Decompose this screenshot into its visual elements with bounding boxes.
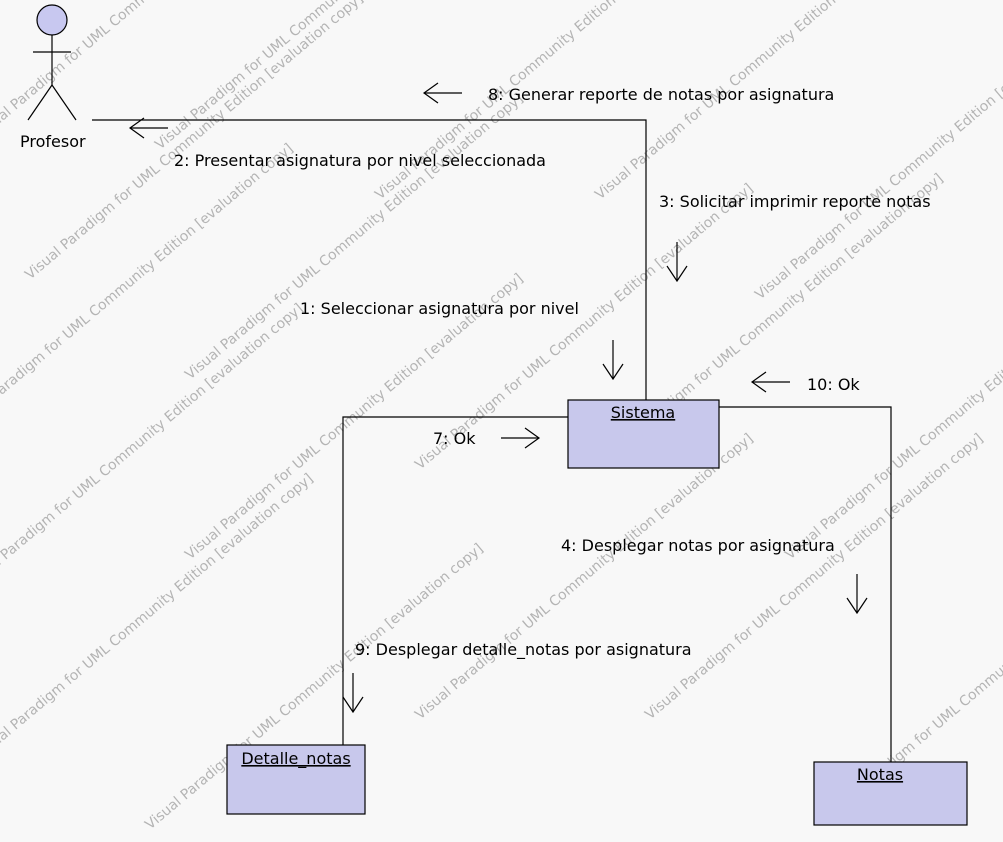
message-labels: 8: Generar reporte de notas por asignatu…: [174, 85, 931, 660]
object-name: Detalle_notas: [241, 749, 350, 769]
message-3-label: 3: Solicitar imprimir reporte notas: [659, 192, 931, 211]
message-10-label: 10: Ok: [807, 375, 860, 394]
object-name: Notas: [857, 765, 903, 784]
arrow-down-icon: [602, 340, 624, 381]
object-notas[interactable]: Notas: [813, 761, 968, 826]
object-detalle-notas[interactable]: Detalle_notas: [226, 744, 366, 815]
actor-label: Profesor: [20, 132, 86, 151]
links: [92, 119, 892, 762]
link-sistema-notas: [719, 406, 892, 762]
message-8-label: 8: Generar reporte de notas por asignatu…: [488, 85, 834, 104]
actor-head: [36, 4, 68, 36]
actor-leg-right: [51, 84, 77, 121]
arrow-down-icon: [666, 242, 688, 283]
arrow-left-icon: [750, 371, 790, 393]
arrow-right-icon: [501, 427, 541, 449]
arrow-down-icon: [846, 574, 868, 615]
watermark: Visual Paradigm for UML Community Editio…: [182, 91, 526, 383]
actor-profesor[interactable]: Profesor: [20, 4, 86, 151]
arrow-left-icon: [422, 82, 462, 104]
object-name: Sistema: [611, 403, 675, 422]
arrow-left-icon: [128, 117, 168, 139]
arrow-down-icon: [342, 673, 364, 714]
watermark: Visual Paradigm for UML Community Editio…: [752, 11, 1003, 303]
message-2-label: 2: Presentar asignatura por nivel selecc…: [174, 151, 546, 170]
message-7-label: 7: Ok: [433, 429, 476, 448]
actor-leg-left: [27, 84, 53, 121]
message-4-label: 4: Desplegar notas por asignatura: [561, 536, 835, 555]
message-1-label: 1: Seleccionar asignatura por nivel: [300, 299, 579, 318]
message-9-label: 9: Desplegar detalle_notas por asignatur…: [355, 640, 692, 660]
object-sistema[interactable]: Sistema: [567, 399, 720, 469]
link-sistema-detalle: [342, 416, 568, 745]
message-arrows: [128, 82, 868, 714]
link-profesor-sistema: [92, 119, 647, 400]
